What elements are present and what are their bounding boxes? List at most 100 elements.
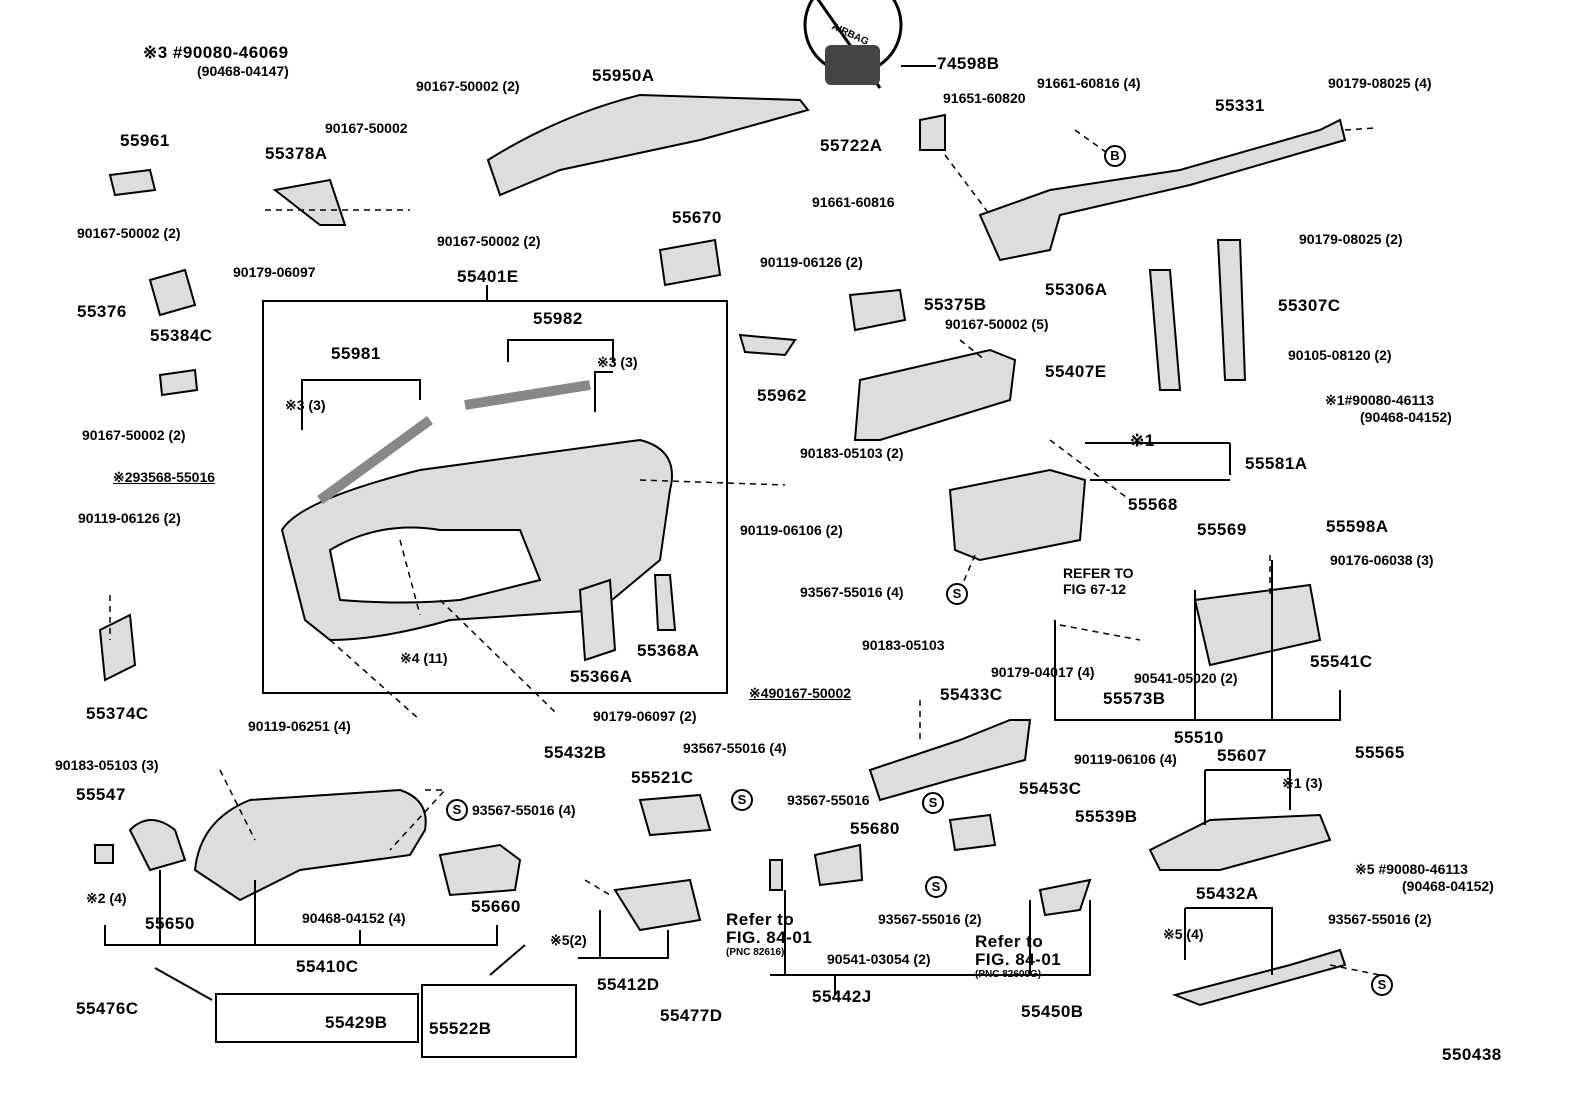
dashed-leaders bbox=[109, 127, 1381, 976]
callout-label: 90167-50002 (5) bbox=[945, 316, 1049, 332]
callout-label: ※2 (4) bbox=[86, 890, 127, 906]
callout-label: 93567-55016 (2) bbox=[1328, 911, 1432, 927]
callout-label: REFER TO bbox=[1063, 565, 1134, 581]
part-number-label: 74598B bbox=[937, 54, 1000, 73]
inset-box-55429B bbox=[215, 993, 419, 1043]
defroster-duct-shape bbox=[486, 93, 810, 197]
callout-label: (90468-04152) bbox=[1402, 878, 1494, 894]
part-number-label: 55432A bbox=[1196, 884, 1259, 903]
part-number-label: 55384C bbox=[150, 326, 213, 345]
part-number-label: 55670 bbox=[672, 208, 722, 227]
callout-label: 91651-60820 bbox=[943, 90, 1026, 106]
part-number-label: 55541C bbox=[1310, 652, 1373, 671]
part-number-label: 55477D bbox=[660, 1006, 723, 1025]
part-number-label: 55650 bbox=[145, 914, 195, 933]
inset-box-55522B bbox=[421, 984, 577, 1058]
part-number-label: 55598A bbox=[1326, 517, 1389, 536]
callout-label: ※5 (4) bbox=[1163, 926, 1204, 942]
part-number-label: 55547 bbox=[76, 785, 126, 804]
callout-label: FIG. 84-01 bbox=[726, 928, 813, 947]
callout-label: 90167-50002 (2) bbox=[437, 233, 541, 249]
callout-label: ※1 (3) bbox=[1282, 775, 1323, 791]
callout-label: 93567-55016 (2) bbox=[878, 911, 982, 927]
callout-label: 90179-08025 (4) bbox=[1328, 75, 1432, 91]
part-number-label: 55522B bbox=[429, 1019, 492, 1038]
callout-label: 550438 bbox=[1442, 1045, 1502, 1064]
callout-label: 90541-05020 (2) bbox=[1134, 670, 1238, 686]
part-number-label: 55368A bbox=[637, 641, 700, 660]
callout-label: ※3 #90080-46069 bbox=[143, 43, 289, 62]
callout-label: (PNC 82600G) bbox=[975, 969, 1042, 980]
part-number-label: 55722A bbox=[820, 136, 883, 155]
part-number-label: 55378A bbox=[265, 144, 328, 163]
callout-label: 90167-50002 (2) bbox=[416, 78, 520, 94]
callout-label: 93567-55016 bbox=[787, 792, 870, 808]
part-number-label: 55962 bbox=[757, 386, 807, 405]
circle-marker-s: S bbox=[446, 799, 468, 821]
part-number-label: 55573B bbox=[1103, 689, 1166, 708]
callout-label: Refer to bbox=[975, 932, 1044, 951]
callout-label: 90167-50002 (2) bbox=[77, 225, 181, 241]
callout-label: FIG 67-12 bbox=[1063, 581, 1127, 597]
part-number-label: 55331 bbox=[1215, 96, 1265, 115]
part-number-label: 55476C bbox=[76, 999, 139, 1018]
callout-label: 90179-04017 (4) bbox=[991, 664, 1095, 680]
callout-label: 93567-55016 (4) bbox=[472, 802, 576, 818]
part-number-label: 55307C bbox=[1278, 296, 1341, 315]
part-number-label: 55981 bbox=[331, 344, 381, 363]
callout-label: ※4 (11) bbox=[400, 650, 448, 666]
callout-label: 90179-08025 (2) bbox=[1299, 231, 1403, 247]
callout-label: 90167-50002 bbox=[325, 120, 408, 136]
part-number-label: 55376 bbox=[77, 302, 127, 321]
callout-label: (90468-04152) bbox=[1360, 409, 1452, 425]
part-number-label: 55366A bbox=[570, 667, 633, 686]
callout-label: 90541-03054 (2) bbox=[827, 951, 931, 967]
part-number-label: 55429B bbox=[325, 1013, 388, 1032]
callout-label: 90179-06097 (2) bbox=[593, 708, 697, 724]
callout-label: 90119-06251 (4) bbox=[248, 718, 351, 734]
callout-label: 93567-55016 (4) bbox=[683, 740, 787, 756]
callout-label: 90119-06106 (4) bbox=[1074, 751, 1177, 767]
callout-label: 90119-06106 (2) bbox=[740, 522, 843, 538]
part-number-label: 55607 bbox=[1217, 746, 1267, 765]
callout-label: 90119-06126 (2) bbox=[78, 510, 181, 526]
circle-marker-s: S bbox=[731, 789, 753, 811]
callout-label: 91661-60816 bbox=[812, 194, 895, 210]
part-number-label: 55569 bbox=[1197, 520, 1247, 539]
callout-label: ※293568-55016 bbox=[113, 469, 216, 485]
part-number-label: 55433C bbox=[940, 685, 1003, 704]
part-number-label: 55950A bbox=[592, 66, 655, 85]
callout-label: (PNC 82616) bbox=[726, 947, 785, 958]
circle-marker-s: S bbox=[1371, 974, 1393, 996]
part-number-label: 55510 bbox=[1174, 728, 1224, 747]
part-number-label: 55961 bbox=[120, 131, 170, 150]
part-number-label: 55306A bbox=[1045, 280, 1108, 299]
part-number-label: 55407E bbox=[1045, 362, 1107, 381]
part-number-label: 55982 bbox=[533, 309, 583, 328]
part-number-label: 55680 bbox=[850, 819, 900, 838]
part-number-label: 55412D bbox=[597, 975, 660, 994]
callout-label: 90179-06097 bbox=[233, 264, 316, 280]
callout-label: 90183-05103 bbox=[862, 637, 945, 653]
callout-label: Refer to bbox=[726, 910, 795, 929]
part-number-label: 55401E bbox=[457, 267, 519, 286]
part-number-label: 55375B bbox=[924, 295, 987, 314]
callout-label: ※490167-50002 bbox=[749, 685, 852, 701]
circle-marker-b: B bbox=[1104, 145, 1126, 167]
callout-label: ※3 (3) bbox=[597, 354, 638, 370]
callout-label: 90167-50002 (2) bbox=[82, 427, 186, 443]
callout-label: ※1 bbox=[1130, 431, 1155, 450]
part-number-label: 55432B bbox=[544, 743, 607, 762]
part-number-label: 55442J bbox=[812, 987, 872, 1006]
circle-marker-s: S bbox=[922, 792, 944, 814]
group-box-55401E bbox=[262, 300, 728, 694]
callout-label: ※5 #90080-46113 bbox=[1355, 861, 1468, 877]
part-number-label: 55660 bbox=[471, 897, 521, 916]
callout-label: 90119-06126 (2) bbox=[760, 254, 863, 270]
callout-label: 90183-05103 (2) bbox=[800, 445, 904, 461]
part-number-label: 55374C bbox=[86, 704, 149, 723]
callout-label: 93567-55016 (4) bbox=[800, 584, 904, 600]
part-number-label: 55450B bbox=[1021, 1002, 1084, 1021]
